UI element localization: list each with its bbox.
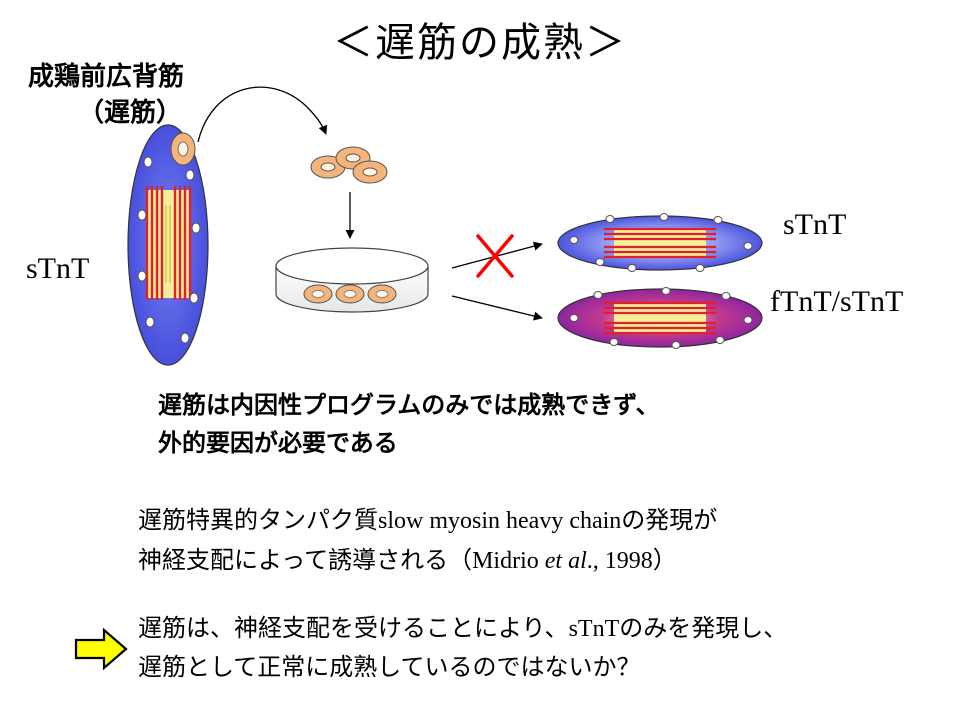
yellow-arrow-icon	[74, 628, 128, 670]
result-ftnt-stnt-label: fTnT/sTnT	[770, 285, 904, 318]
conclusion-line-2: 外的要因が必要である	[158, 429, 398, 457]
muscle-type-label: （遅筋）	[78, 98, 183, 128]
result-fiber-ftnt-stnt	[557, 287, 763, 349]
arrow-to-mixed-fiber	[451, 295, 543, 321]
hypothesis-line-1: 遅筋は、神経支配を受けることにより、sTnTのみを発現し、	[138, 608, 787, 643]
finding-line-2: 神経支配によって誘導される（Midrio et al., 1998）	[138, 540, 677, 575]
hypothesis-line-2: 遅筋として正常に成熟しているのではないか？	[138, 653, 641, 681]
finding-text-a: 遅筋特異的タンパク質	[138, 506, 378, 534]
citation-close: ., 1998）	[586, 548, 677, 574]
culture-dish	[275, 247, 429, 313]
citation-et-al: et al	[544, 548, 587, 574]
nuclei	[137, 156, 201, 344]
blocked-cross-icon	[476, 234, 514, 278]
isolation-arrow	[197, 86, 328, 143]
citation-open: （Midrio	[448, 548, 545, 574]
finding-text-c: 神経支配によって誘導される	[138, 546, 449, 574]
satellite-cell	[170, 132, 196, 166]
left-fiber-stnt-label: sTnT	[26, 252, 90, 285]
sarcomere-stripes	[145, 186, 192, 300]
muscle-name-label: 成鶏前広背筋	[28, 62, 185, 92]
finding-line-1: 遅筋特異的タンパク質slow myosin heavy chainの発現が	[138, 500, 717, 535]
conclusion-line-1: 遅筋は内因性プログラムのみでは成熟できず、	[158, 391, 660, 419]
result-stnt-label: sTnT	[783, 208, 847, 241]
finding-protein-name: slow myosin heavy chain	[378, 508, 622, 534]
result-fiber-stnt	[557, 213, 763, 272]
finding-text-b: の発現が	[621, 506, 718, 534]
hypothesis-text-a: 遅筋は、神経支配を受けることにより、	[138, 614, 569, 642]
slow-muscle-fiber	[127, 124, 209, 366]
isolated-cells	[310, 146, 388, 184]
hypothesis-stnt: sTnT	[568, 616, 620, 642]
page-title: ＜遅筋の成熟＞	[333, 20, 627, 66]
hypothesis-text-b: のみを発現し、	[619, 614, 788, 642]
